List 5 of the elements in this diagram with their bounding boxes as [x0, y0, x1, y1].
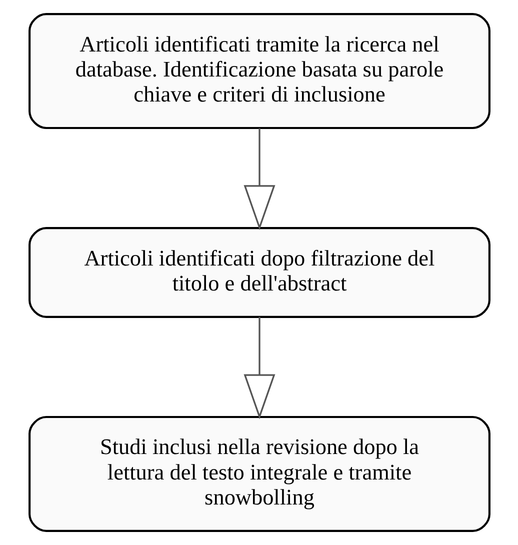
node-box: Articoli identificati tramite la ricerca nel database. Identificazione basata su parole chiave e criteri di inclusione [28, 13, 490, 130]
arrow [243, 128, 275, 230]
node-box: Studi inclusi nella revisione dopo la lettura del testo integrale e tramite snowbolling [28, 416, 490, 532]
arrow [243, 317, 275, 420]
node-box: Articoli identificati dopo filtrazione del titolo e dell'abstract [28, 227, 490, 318]
